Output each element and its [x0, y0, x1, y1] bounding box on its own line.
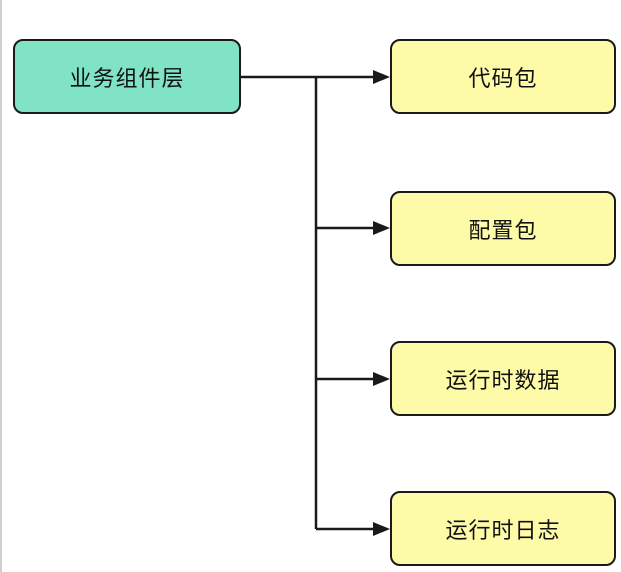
arrowhead-runtime-log [373, 522, 390, 536]
target-node-runtime-log: 运行时日志 [390, 491, 616, 566]
target-node-label: 配置包 [468, 218, 538, 244]
source-node-business-component-layer: 业务组件层 [13, 39, 241, 114]
target-node-code-package: 代码包 [390, 39, 616, 114]
target-node-label: 代码包 [468, 66, 538, 92]
arrowhead-config [373, 221, 390, 235]
arrowhead-code [373, 70, 390, 84]
target-node-label: 运行时数据 [445, 368, 561, 394]
left-edge-rule [0, 0, 2, 572]
arrowhead-runtime-data [373, 372, 390, 386]
target-node-label: 运行时日志 [445, 518, 561, 544]
target-node-runtime-data: 运行时数据 [390, 341, 616, 416]
source-node-label: 业务组件层 [69, 66, 185, 92]
target-node-config-package: 配置包 [390, 191, 616, 266]
